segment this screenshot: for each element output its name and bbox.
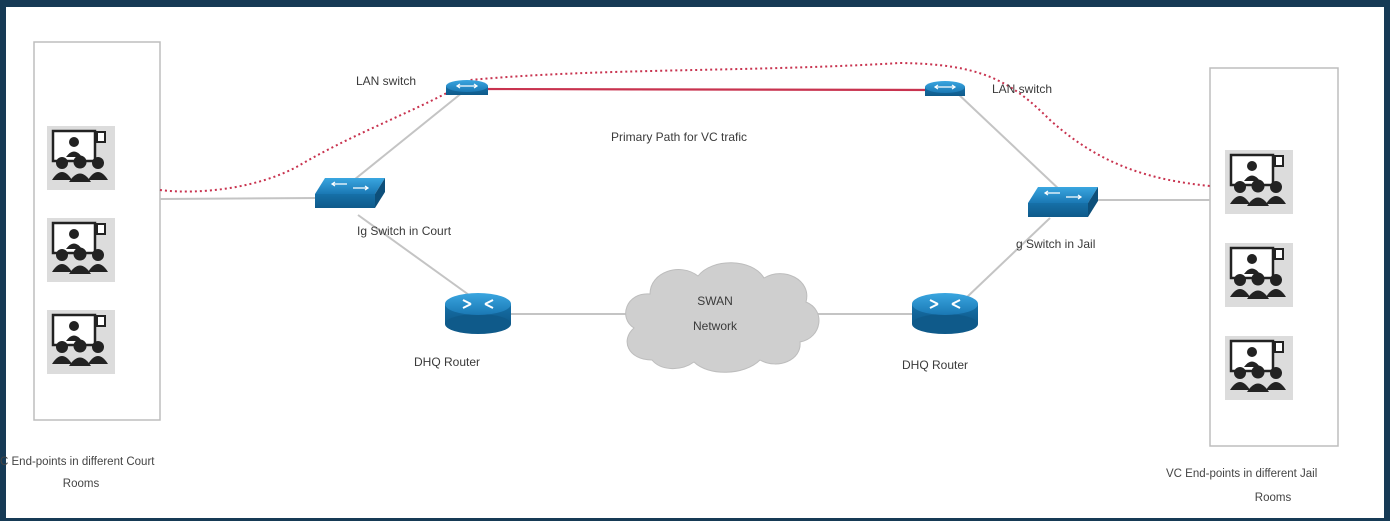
link-lines <box>159 91 1210 315</box>
court-caption-line2: Rooms <box>63 478 100 490</box>
router-icon <box>445 293 511 334</box>
vc-endpoint-icon <box>1223 334 1295 402</box>
swan-label-line1: SWAN <box>697 294 733 308</box>
lan-switch-left-label: LAN switch <box>356 74 416 88</box>
vc-endpoint-icon <box>45 216 117 284</box>
lan-switch-icon <box>446 80 488 95</box>
switch-court-label: Ig Switch in Court <box>357 224 452 238</box>
primary-path-line <box>474 87 941 92</box>
court-caption-line1: C End-points in different Court <box>0 456 155 468</box>
workgroup-switch-icon <box>1028 187 1098 217</box>
primary-path-label: Primary Path for VC trafic <box>611 130 747 144</box>
swan-label-line2: Network <box>693 319 738 333</box>
vc-endpoint-icon <box>45 124 117 192</box>
vc-traffic-dotted-path <box>159 61 1211 193</box>
jail-caption-line2: Rooms <box>1255 492 1292 504</box>
vc-endpoint-icon <box>1223 148 1295 216</box>
router-right-label: DHQ Router <box>902 358 968 372</box>
vc-endpoint-icon <box>1223 241 1295 309</box>
vc-endpoint-icon <box>45 308 117 376</box>
router-left-label: DHQ Router <box>414 355 480 369</box>
switch-jail-label: g Switch in Jail <box>1016 237 1095 251</box>
workgroup-switch-icon <box>315 178 385 208</box>
router-icon <box>912 293 978 334</box>
lan-switch-right-label: LAN switch <box>992 82 1052 96</box>
jail-caption-line1: VC End-points in different Jail <box>1166 468 1317 480</box>
diagram-canvas <box>6 7 1384 518</box>
lan-switch-icon <box>925 81 965 96</box>
cloud-icon <box>625 262 820 373</box>
